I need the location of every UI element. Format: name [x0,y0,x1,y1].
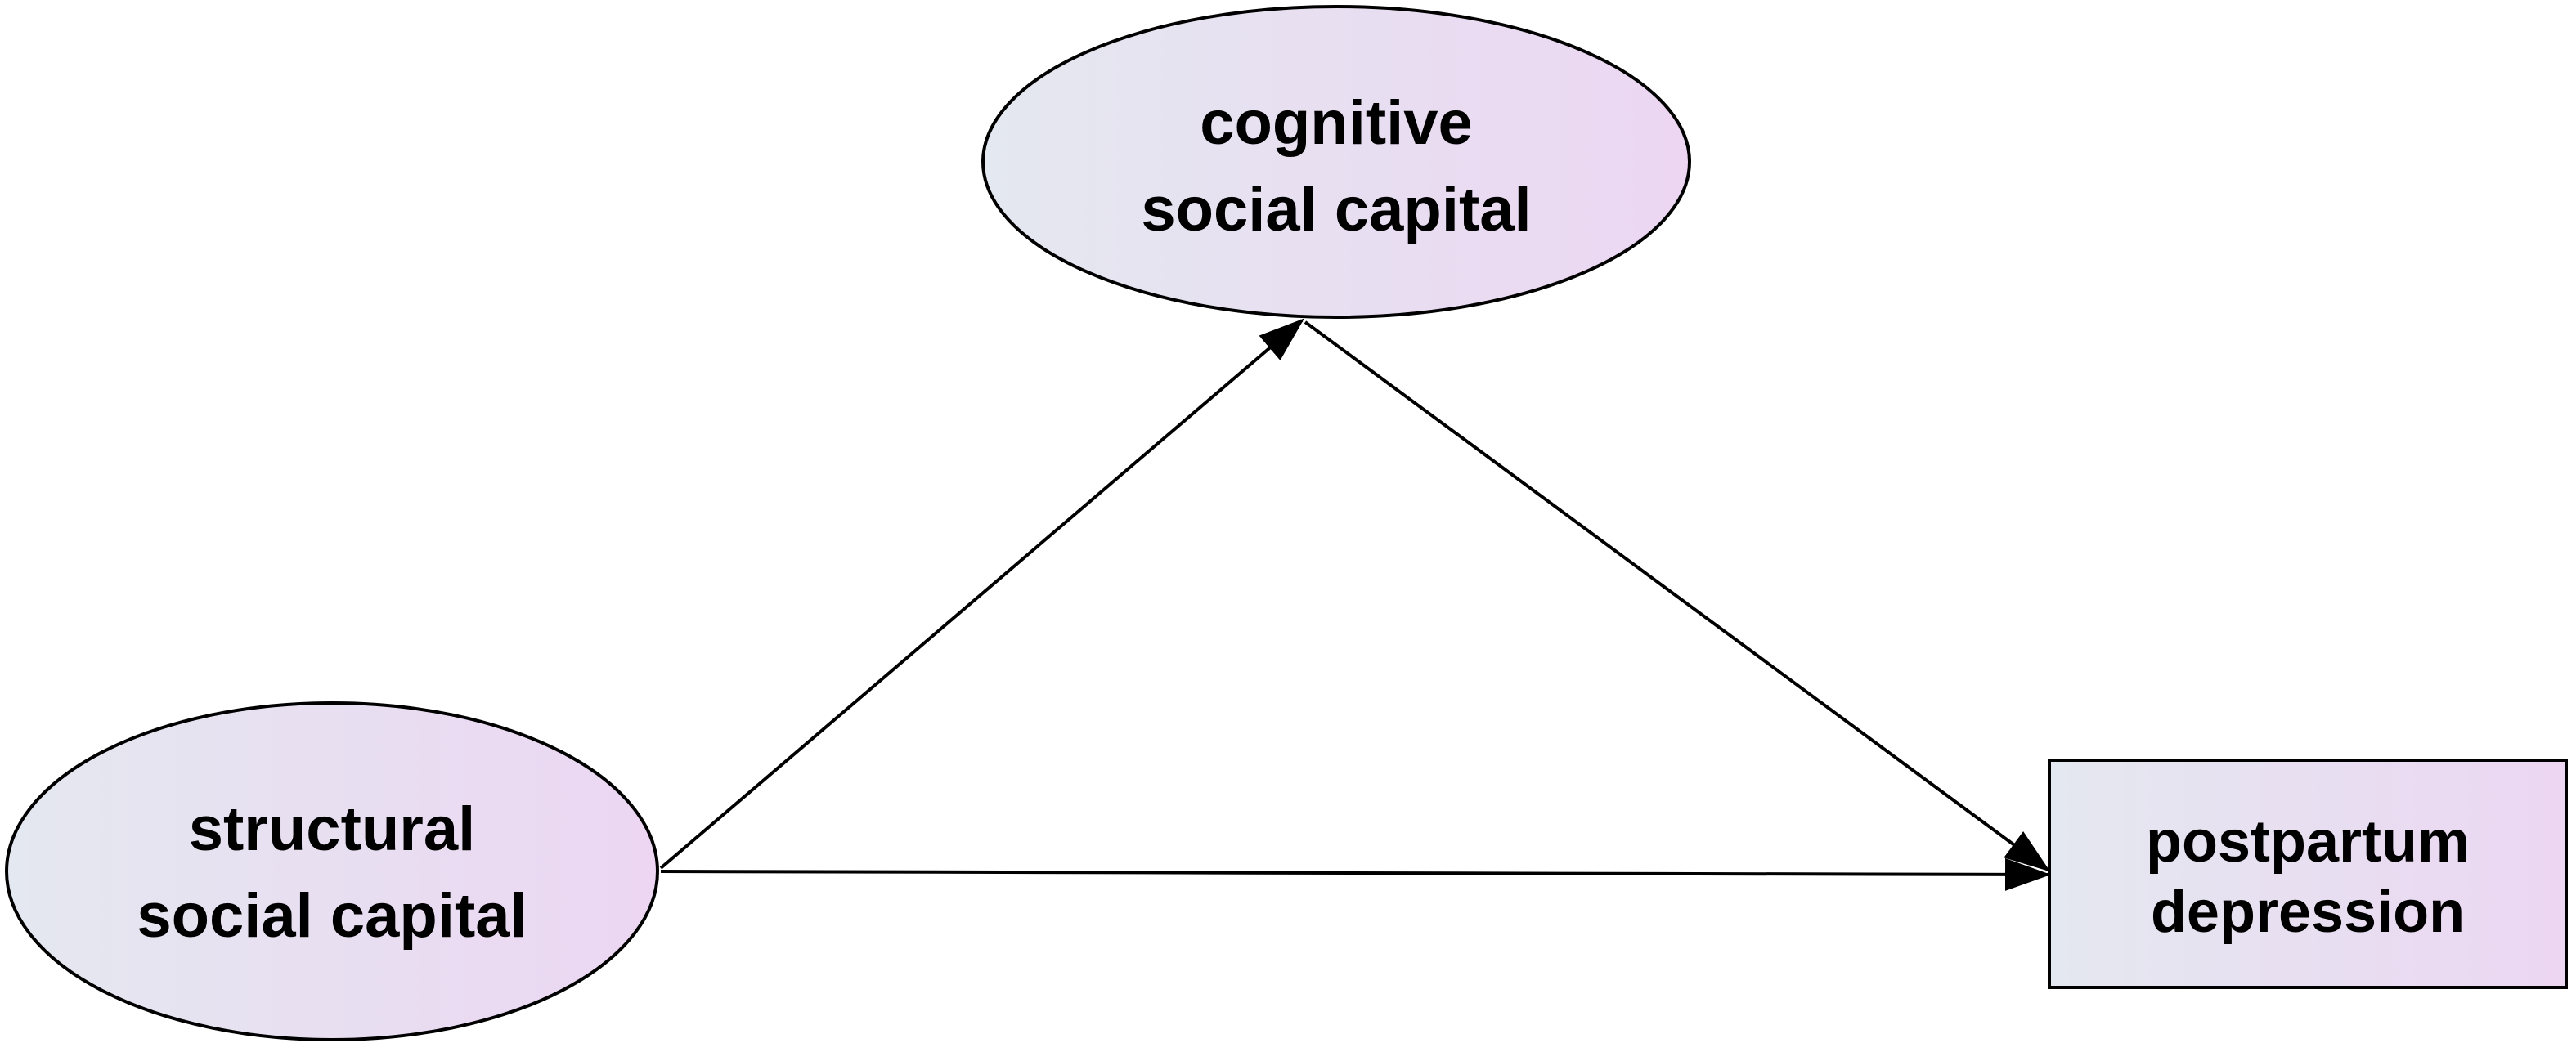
node-postpartum-label-line-2: depression [2151,880,2465,945]
node-postpartum-label-line-1: postpartum [2146,809,2470,875]
edge-cognitive-to-postpartum [1304,320,2051,872]
node-structural-label-line-2: social capital [137,881,527,951]
node-cognitive-label-line-2: social capital [1141,175,1531,244]
node-structural-social-capital: structural social capital [5,701,659,1041]
node-postpartum-shape [2048,759,2568,989]
edge-structural-to-cognitive [659,318,1305,870]
node-postpartum-depression: postpartum depression [2048,759,2568,989]
node-cognitive-label-line-1: cognitive [1200,88,1473,158]
node-cognitive-social-capital: cognitive social capital [981,5,1691,319]
edges [659,318,2051,891]
node-structural-label-line-1: structural [189,795,476,864]
node-cognitive-shape [981,5,1691,319]
node-structural-shape [5,701,659,1041]
edge-structural-to-postpartum [660,857,2051,891]
